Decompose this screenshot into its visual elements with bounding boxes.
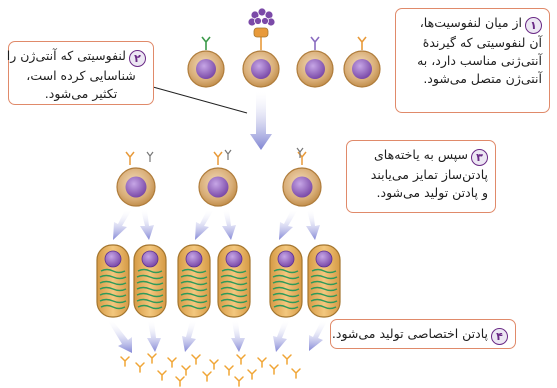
lymphocyte-cell	[297, 37, 333, 87]
antibody-icon	[192, 355, 200, 364]
lymphocyte-clone	[283, 148, 321, 206]
plasma-cell	[218, 245, 250, 317]
callout-step-1: ۱از میان لنفوسیت‌ها، آن لنفوسیتی که گیرن…	[395, 8, 550, 113]
antibody-icon	[225, 366, 233, 375]
antibody-icon	[235, 377, 243, 386]
callout-step-1-text: از میان لنفوسیت‌ها،	[420, 15, 522, 30]
secretion-arrows	[108, 321, 327, 353]
down-arrow	[250, 92, 272, 150]
callout-step-2-line: شناسایی کرده است،	[16, 67, 146, 85]
callout-step-1-line: آن لنفوسیتی که گیرندهٔ	[403, 34, 542, 52]
antibody-icon	[182, 366, 190, 375]
plasma-cell	[308, 245, 340, 317]
antibody-icon	[121, 357, 129, 366]
plasma-cell	[270, 245, 302, 317]
callout-step-2: ۲لنفوسیتی که آنتی‌ژن را شناسایی کرده است…	[8, 41, 154, 105]
plasma-cell	[178, 245, 210, 317]
lymphocyte-clone	[199, 150, 237, 206]
antibody-icon	[237, 355, 245, 364]
leader-line	[153, 87, 247, 113]
antibody-icon	[158, 371, 166, 380]
callout-step-4-line: ۴پادتن اختصاصی تولید می‌شود.	[338, 325, 508, 345]
callout-step-3-text: سپس به یاخته‌های	[374, 147, 468, 162]
callout-step-1-line: آنتی‌ژنی مناسب دارد، به	[403, 52, 542, 70]
step-2-number-badge: ۲	[129, 50, 146, 67]
callout-step-2-text: لنفوسیتی که آنتی‌ژن را	[7, 48, 126, 63]
step-4-number-badge: ۴	[491, 328, 508, 345]
callout-step-3-line: و پادتن تولید می‌شود.	[354, 184, 488, 202]
step-1-number-badge: ۱	[525, 17, 542, 34]
clone-cells-row	[117, 148, 321, 206]
lymphocyte-clone	[117, 152, 155, 206]
antibody-icon	[270, 365, 278, 374]
antibody-icon	[176, 377, 184, 386]
callout-step-1-line: آنتی‌ژن متصل می‌شود.	[403, 70, 542, 88]
antibody-icon	[283, 355, 291, 364]
step-3-number-badge: ۳	[471, 149, 488, 166]
differentiation-arrows	[113, 210, 320, 240]
callout-step-3-line: پادتن‌ساز تمایز می‌یابند	[354, 166, 488, 184]
callout-step-2-line: تکثیر می‌شود.	[16, 85, 146, 103]
callout-step-4: ۴پادتن اختصاصی تولید می‌شود.	[330, 319, 516, 349]
lymphocyte-cell	[344, 37, 380, 87]
antibody-icon	[136, 363, 144, 372]
lymphocyte-row-top	[188, 8, 380, 87]
antibody-icon	[148, 354, 156, 363]
callout-step-3: ۳سپس به یاخته‌های پادتن‌ساز تمایز می‌یاب…	[346, 140, 496, 213]
lymphocyte-cell	[188, 37, 224, 87]
lymphocyte-cell-antigen-bound	[243, 8, 279, 87]
antigen-particle	[248, 8, 275, 26]
plasma-cells-row	[97, 245, 340, 317]
antibody-icon	[248, 370, 256, 379]
callout-step-3-line: ۳سپس به یاخته‌های	[354, 146, 488, 166]
antibody-icon	[168, 358, 176, 367]
callout-step-1-line: ۱از میان لنفوسیت‌ها،	[403, 14, 542, 34]
plasma-cell	[97, 245, 129, 317]
antibody-icon	[292, 369, 300, 378]
plasma-cell	[134, 245, 166, 317]
antibody-icon	[258, 358, 266, 367]
antibody-icon	[210, 360, 218, 369]
callout-step-2-line: ۲لنفوسیتی که آنتی‌ژن را	[16, 47, 146, 67]
antibody-icon	[203, 372, 211, 381]
antibodies	[121, 354, 300, 386]
callout-step-4-text: پادتن اختصاصی تولید می‌شود.	[332, 326, 488, 341]
